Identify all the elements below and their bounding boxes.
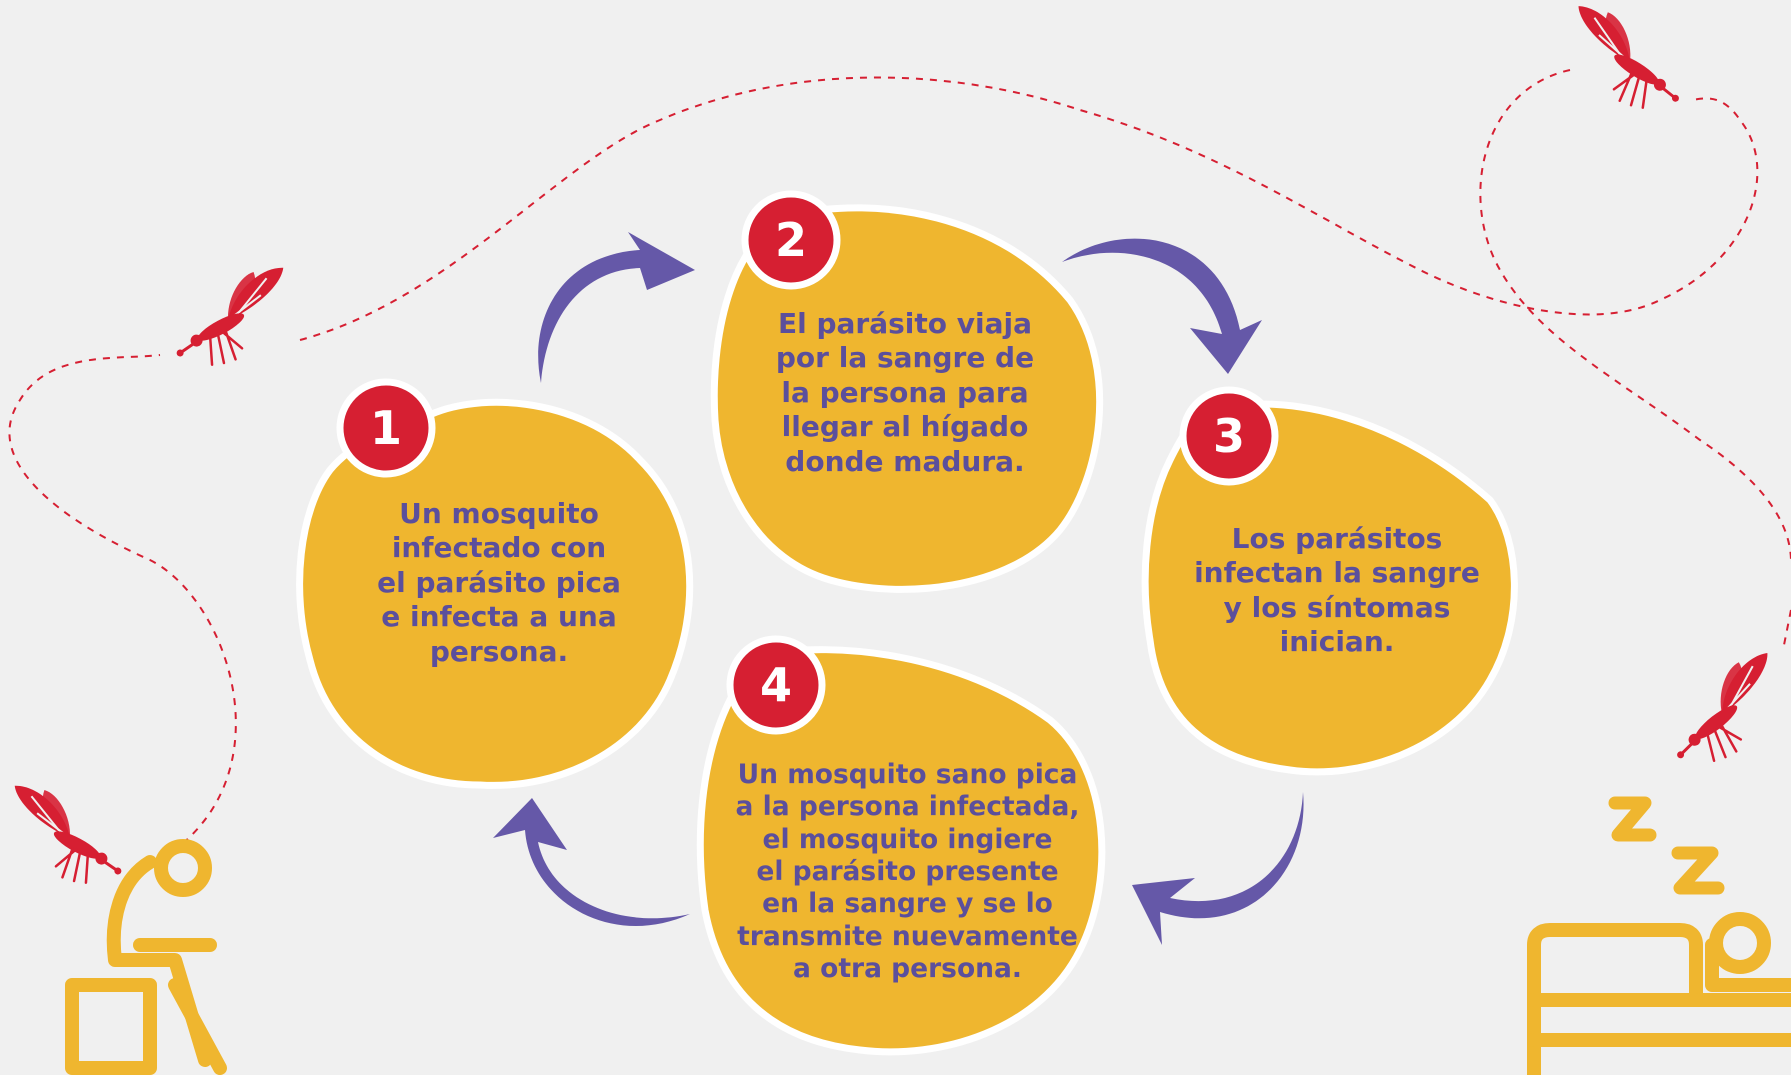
step-1-number: 1 [370, 401, 402, 455]
step-4-text: Un mosquito sano pica a la persona infec… [735, 759, 1080, 984]
zz-icon [1608, 796, 1725, 895]
step-4-badge: 4 [726, 635, 826, 735]
mosquito-icon [165, 265, 297, 371]
curved-arrow-icon [1132, 792, 1304, 945]
step-1-blob [296, 398, 694, 789]
step-1-text: Un mosquito infectado con el parásito pi… [377, 497, 621, 668]
curved-arrow-icon [1062, 238, 1262, 374]
step-2-blob [710, 204, 1104, 593]
sleeping-person-in-bed-icon [1527, 912, 1791, 1075]
mosquito-icon [1559, 4, 1696, 117]
sick-person-sitting-icon [65, 839, 227, 1075]
step-2-number: 2 [775, 213, 807, 267]
step-2-text: El parásito viaja por la sangre de la pe… [775, 307, 1035, 478]
step-3-text: Los parásitos infectan la sangre y los s… [1194, 522, 1480, 659]
cycle-arrows [493, 232, 1304, 945]
step-1-badge: 1 [336, 378, 436, 478]
step-3-number: 3 [1213, 409, 1245, 463]
step-4-blob [696, 646, 1106, 1056]
mosquito-icon [1653, 651, 1791, 773]
step-2-badge: 2 [741, 190, 841, 290]
step-4-number: 4 [760, 658, 792, 712]
flight-path [8, 69, 1791, 861]
curved-arrow-icon [538, 232, 695, 383]
step-3-blob [1141, 400, 1518, 776]
mosquito-icon [1, 783, 133, 889]
step-3-badge: 3 [1179, 386, 1279, 486]
curved-arrow-icon [493, 798, 690, 926]
